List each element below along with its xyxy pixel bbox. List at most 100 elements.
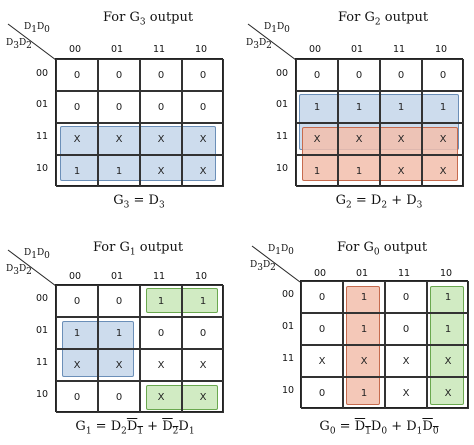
row-header: 00 [275, 68, 289, 79]
corner-diagonal [7, 249, 57, 287]
column-header: 11 [152, 44, 166, 55]
kmap-title: For G3 output [103, 10, 194, 28]
column-variables: D1D0 [268, 244, 294, 257]
kmap-grid: 0 1 0 1 0 1 0 1 X X X X 0 1 X X [300, 280, 469, 409]
kmap-cell: X [182, 123, 224, 155]
row-header: 11 [281, 353, 295, 364]
kmap-cell: X [385, 377, 427, 409]
kmap-cell: 1 [343, 313, 385, 345]
column-header: 00 [68, 44, 82, 55]
kmap-cell: X [140, 123, 182, 155]
kmap-cell: X [56, 349, 98, 381]
kmap-cell: 0 [338, 59, 380, 91]
kmap-g1: For G1 output D1D0 D3D2 00 01 11 10 00 0… [0, 230, 237, 445]
kmap-grid: 0 0 0 0 0 0 0 0 X X X X 1 1 X X [55, 58, 224, 187]
column-variables: D1D0 [24, 22, 50, 35]
kmap-g0: For G0 output D1D0 D3D2 00 01 11 10 00 0… [240, 230, 474, 445]
kmap-cell: 1 [427, 313, 469, 345]
kmap-cell: 1 [140, 285, 182, 317]
variable-corner: D1D0 D3D2 [6, 248, 58, 290]
column-header: 01 [355, 268, 369, 279]
kmap-cell: 0 [182, 91, 224, 123]
kmap-cell: 1 [338, 155, 380, 187]
column-header: 01 [110, 44, 124, 55]
kmap-cell: X [140, 155, 182, 187]
kmap-cell: 1 [98, 317, 140, 349]
kmap-title: For G1 output [93, 240, 184, 258]
row-header: 10 [35, 163, 49, 174]
row-variables: D3D2 [250, 260, 276, 273]
equation: G0 = D1D0 + D1D0 [319, 419, 439, 437]
kmap-cell: 0 [182, 59, 224, 91]
kmap-cell: 0 [140, 317, 182, 349]
kmap-cell: 1 [343, 377, 385, 409]
corner-diagonal [7, 23, 57, 61]
kmap-cell: 0 [301, 313, 343, 345]
kmap-cell: X [140, 349, 182, 381]
row-header: 01 [35, 99, 49, 110]
kmap-cell: 1 [182, 285, 224, 317]
kmap-g2: For G2 output D1D0 D3D2 00 01 11 10 00 0… [240, 0, 474, 222]
kmap-cell: X [98, 123, 140, 155]
kmap-cell: 0 [385, 313, 427, 345]
kmap-cell: X [98, 349, 140, 381]
column-header: 10 [439, 268, 453, 279]
kmap-cell: X [56, 123, 98, 155]
kmap-grid: 0 0 1 1 1 1 0 0 X X X X 0 0 X X [55, 284, 224, 413]
kmap-cell: 1 [343, 281, 385, 313]
column-header: 11 [397, 268, 411, 279]
column-variables: D1D0 [264, 22, 290, 35]
variable-corner: D1D0 D3D2 [6, 22, 58, 64]
row-header: 10 [275, 163, 289, 174]
kmap-cell: X [182, 349, 224, 381]
kmap-cell: 0 [98, 91, 140, 123]
kmap-g3: For G3 output D1D0 D3D2 00 01 11 10 00 0… [0, 0, 237, 222]
kmap-cell: 0 [56, 59, 98, 91]
equation: G1 = D2D1 + D2D1 [75, 419, 195, 437]
kmap-cell: X [140, 381, 182, 413]
kmap-cell: X [380, 123, 422, 155]
row-header: 11 [35, 131, 49, 142]
column-header: 00 [308, 44, 322, 55]
kmap-cell: 0 [56, 285, 98, 317]
kmap-cell: X [422, 123, 464, 155]
kmap-cell: 1 [98, 155, 140, 187]
kmap-cell: 0 [301, 281, 343, 313]
variable-corner: D1D0 D3D2 [250, 244, 302, 286]
column-header: 01 [110, 271, 124, 282]
kmap-cell: 1 [56, 155, 98, 187]
column-header: 10 [194, 271, 208, 282]
row-header: 01 [35, 325, 49, 336]
kmap-cell: 1 [427, 281, 469, 313]
kmap-cell: X [427, 377, 469, 409]
kmap-cell: 1 [422, 91, 464, 123]
equation: G3 = D3 [113, 193, 165, 211]
column-header: 01 [350, 44, 364, 55]
row-header: 10 [281, 385, 295, 396]
kmap-cell: X [182, 155, 224, 187]
kmap-cell: X [301, 345, 343, 377]
column-header: 10 [194, 44, 208, 55]
kmap-cell: 1 [380, 91, 422, 123]
kmap-cell: 0 [380, 59, 422, 91]
kmap-cell: X [296, 123, 338, 155]
row-header: 10 [35, 389, 49, 400]
kmap-cell: X [380, 155, 422, 187]
kmap-grid: 0 0 0 0 1 1 1 1 X X X X 1 1 X X [295, 58, 464, 187]
row-header: 00 [35, 68, 49, 79]
kmap-cell: 0 [56, 91, 98, 123]
column-header: 10 [434, 44, 448, 55]
kmap-cell: 0 [98, 59, 140, 91]
row-header: 01 [275, 99, 289, 110]
group-rows-11-10 [60, 126, 216, 181]
kmap-cell: 0 [140, 59, 182, 91]
kmap-cell: 0 [301, 377, 343, 409]
row-header: 00 [35, 293, 49, 304]
variable-corner: D1D0 D3D2 [246, 22, 298, 64]
kmap-cell: X [182, 381, 224, 413]
kmap-cell: 1 [338, 91, 380, 123]
column-header: 00 [68, 271, 82, 282]
kmap-cell: X [338, 123, 380, 155]
kmap-cell: 0 [140, 91, 182, 123]
kmap-cell: X [422, 155, 464, 187]
